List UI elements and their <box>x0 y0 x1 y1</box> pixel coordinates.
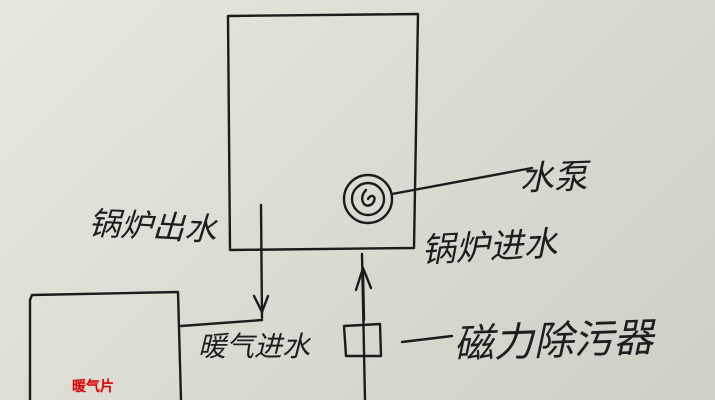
filter-box <box>342 322 383 358</box>
boiler-inlet-label: 锅炉进水 <box>420 224 560 271</box>
radiator-label: 暖气片 <box>72 378 114 395</box>
pump-coil <box>342 173 394 225</box>
filter-leader-line <box>400 334 454 344</box>
boiler-outlet-label: 锅炉出水 <box>88 204 220 249</box>
pump-label: 水泵 <box>519 157 592 199</box>
radiator-inlet-label: 暖气进水 <box>198 330 312 363</box>
radiator-box <box>28 290 183 400</box>
outlet-arrow <box>252 294 270 314</box>
boiler-box <box>226 12 420 252</box>
return-arrow-body <box>361 270 366 322</box>
boiler-outlet-pipe <box>259 203 264 320</box>
radiator-connection-pipe <box>179 318 264 328</box>
magnetic-filter-label: 磁力除污器 <box>453 315 657 368</box>
return-arrow-head <box>354 266 373 292</box>
pump-leader-line <box>390 166 534 196</box>
